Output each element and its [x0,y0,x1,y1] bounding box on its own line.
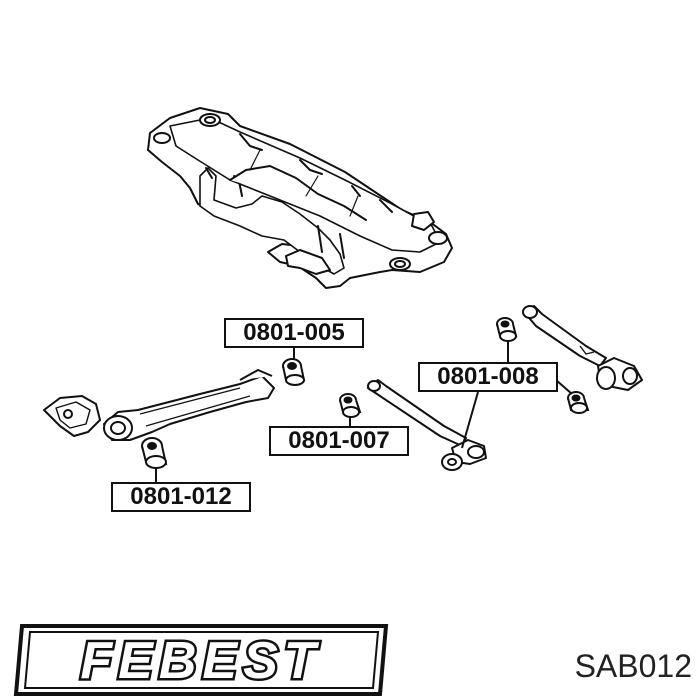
part-label-0801-012: 0801-012 [111,482,251,512]
leader-lines-008 [461,340,573,449]
rear-subframe-drawing [147,107,453,289]
part-label-0801-005: 0801-005 [224,318,364,348]
left-trailing-arm-drawing [43,369,275,441]
part-label-0801-007: 0801-007 [269,426,409,456]
bushing-0801-005 [282,358,306,386]
bushing-0801-008-lower [567,391,590,414]
bushing-0801-007 [339,393,362,418]
febest-logo: FEBEST [13,624,389,696]
part-label-0801-008: 0801-008 [418,362,558,392]
brand-logo-text: FEBEST [80,632,321,690]
bushing-0801-008-upper [496,317,518,342]
bushing-0801-012 [141,437,168,469]
product-code: SAB012 [574,648,692,684]
upper-link-drawing [522,305,643,391]
lateral-link-drawing [367,379,487,471]
